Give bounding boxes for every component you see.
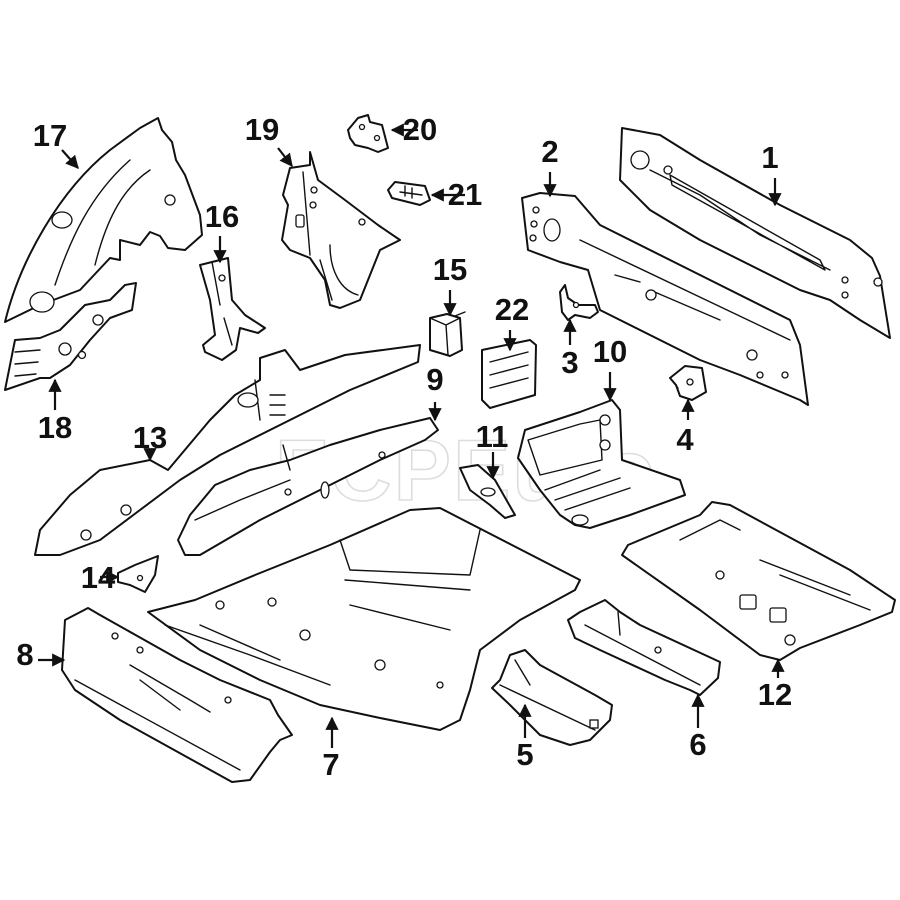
part-11-gusset[interactable] xyxy=(459,464,516,519)
part-6-crossmember-rail[interactable] xyxy=(567,599,721,696)
callout-3-number: 3 xyxy=(561,345,578,380)
callout-19-leader-arrow xyxy=(277,147,293,168)
part-15-box-bracket[interactable] xyxy=(429,311,466,357)
callout-10-number: 10 xyxy=(593,334,627,369)
callout-12[interactable]: 12 xyxy=(758,658,792,712)
part-13-side-rail-left[interactable] xyxy=(34,344,421,556)
part-16-pillar-reinforcement[interactable] xyxy=(199,257,266,361)
callout-2-number: 2 xyxy=(541,134,558,169)
part-2-rear-panel-inner[interactable] xyxy=(521,192,809,406)
callout-12-number: 12 xyxy=(758,677,792,712)
callout-2[interactable]: 2 xyxy=(541,134,559,198)
callout-18[interactable]: 18 xyxy=(38,378,72,445)
part-7-front-floor-pan[interactable] xyxy=(147,507,581,731)
part-10-spare-wheel-well-side[interactable] xyxy=(517,399,686,529)
callout-5[interactable]: 5 xyxy=(516,703,534,772)
callout-4-number: 4 xyxy=(676,422,694,457)
callout-18-number: 18 xyxy=(38,410,72,445)
callout-14[interactable]: 14 xyxy=(81,560,120,595)
callout-19[interactable]: 19 xyxy=(245,112,293,168)
part-12-rear-floor-pan[interactable] xyxy=(621,501,896,661)
callout-16[interactable]: 16 xyxy=(205,199,239,264)
callout-21-number: 21 xyxy=(448,177,482,212)
callout-11-number: 11 xyxy=(476,419,509,454)
callout-6-number: 6 xyxy=(689,727,706,762)
part-4-mount-bracket[interactable] xyxy=(669,365,707,401)
callout-9-number: 9 xyxy=(426,362,443,397)
callout-6[interactable]: 6 xyxy=(689,693,707,762)
part-5-rear-rail-extension[interactable] xyxy=(491,649,613,746)
callout-3[interactable]: 3 xyxy=(561,318,579,380)
part-9-side-rail-right[interactable] xyxy=(177,417,439,556)
part-17-wheelhouse-inner[interactable] xyxy=(4,117,203,323)
callout-4[interactable]: 4 xyxy=(676,398,695,457)
callout-13-number: 13 xyxy=(133,420,167,455)
callout-21[interactable]: 21 xyxy=(430,177,482,212)
part-14-corner-bracket[interactable] xyxy=(117,555,159,593)
callout-17-number: 17 xyxy=(33,118,67,153)
callout-17[interactable]: 17 xyxy=(33,118,79,169)
callout-8[interactable]: 8 xyxy=(16,637,66,672)
part-22-vent-grille[interactable] xyxy=(481,339,537,409)
callout-10[interactable]: 10 xyxy=(593,334,627,402)
callout-7[interactable]: 7 xyxy=(322,716,340,782)
callout-14-number: 14 xyxy=(81,560,116,595)
part-20-upper-bracket[interactable] xyxy=(347,114,389,153)
part-18-wheelhouse-extension[interactable] xyxy=(4,282,137,391)
callout-1[interactable]: 1 xyxy=(761,140,782,207)
callout-5-number: 5 xyxy=(516,737,533,772)
callout-13[interactable]: 13 xyxy=(133,420,167,462)
part-1-rear-panel-upper[interactable] xyxy=(619,127,891,339)
callout-11[interactable]: 11 xyxy=(476,419,509,480)
callout-8-number: 8 xyxy=(16,637,33,672)
part-3-small-bracket[interactable] xyxy=(559,284,599,321)
callout-15[interactable]: 15 xyxy=(433,252,467,317)
callout-22-number: 22 xyxy=(495,292,529,327)
callout-17-leader-arrow xyxy=(61,149,79,169)
callout-16-number: 16 xyxy=(205,199,239,234)
callout-9[interactable]: 9 xyxy=(426,362,444,422)
callout-22[interactable]: 22 xyxy=(495,292,529,352)
callout-1-number: 1 xyxy=(761,140,778,175)
part-19-quarter-inner-panel[interactable] xyxy=(281,151,401,309)
part-21-hinge-bracket[interactable] xyxy=(387,181,431,206)
callout-20[interactable]: 20 xyxy=(390,112,437,147)
part-8-seat-crossmember[interactable] xyxy=(61,607,293,783)
callout-15-number: 15 xyxy=(433,252,467,287)
callout-7-number: 7 xyxy=(322,747,339,782)
callout-20-number: 20 xyxy=(403,112,437,147)
callout-19-number: 19 xyxy=(245,112,279,147)
